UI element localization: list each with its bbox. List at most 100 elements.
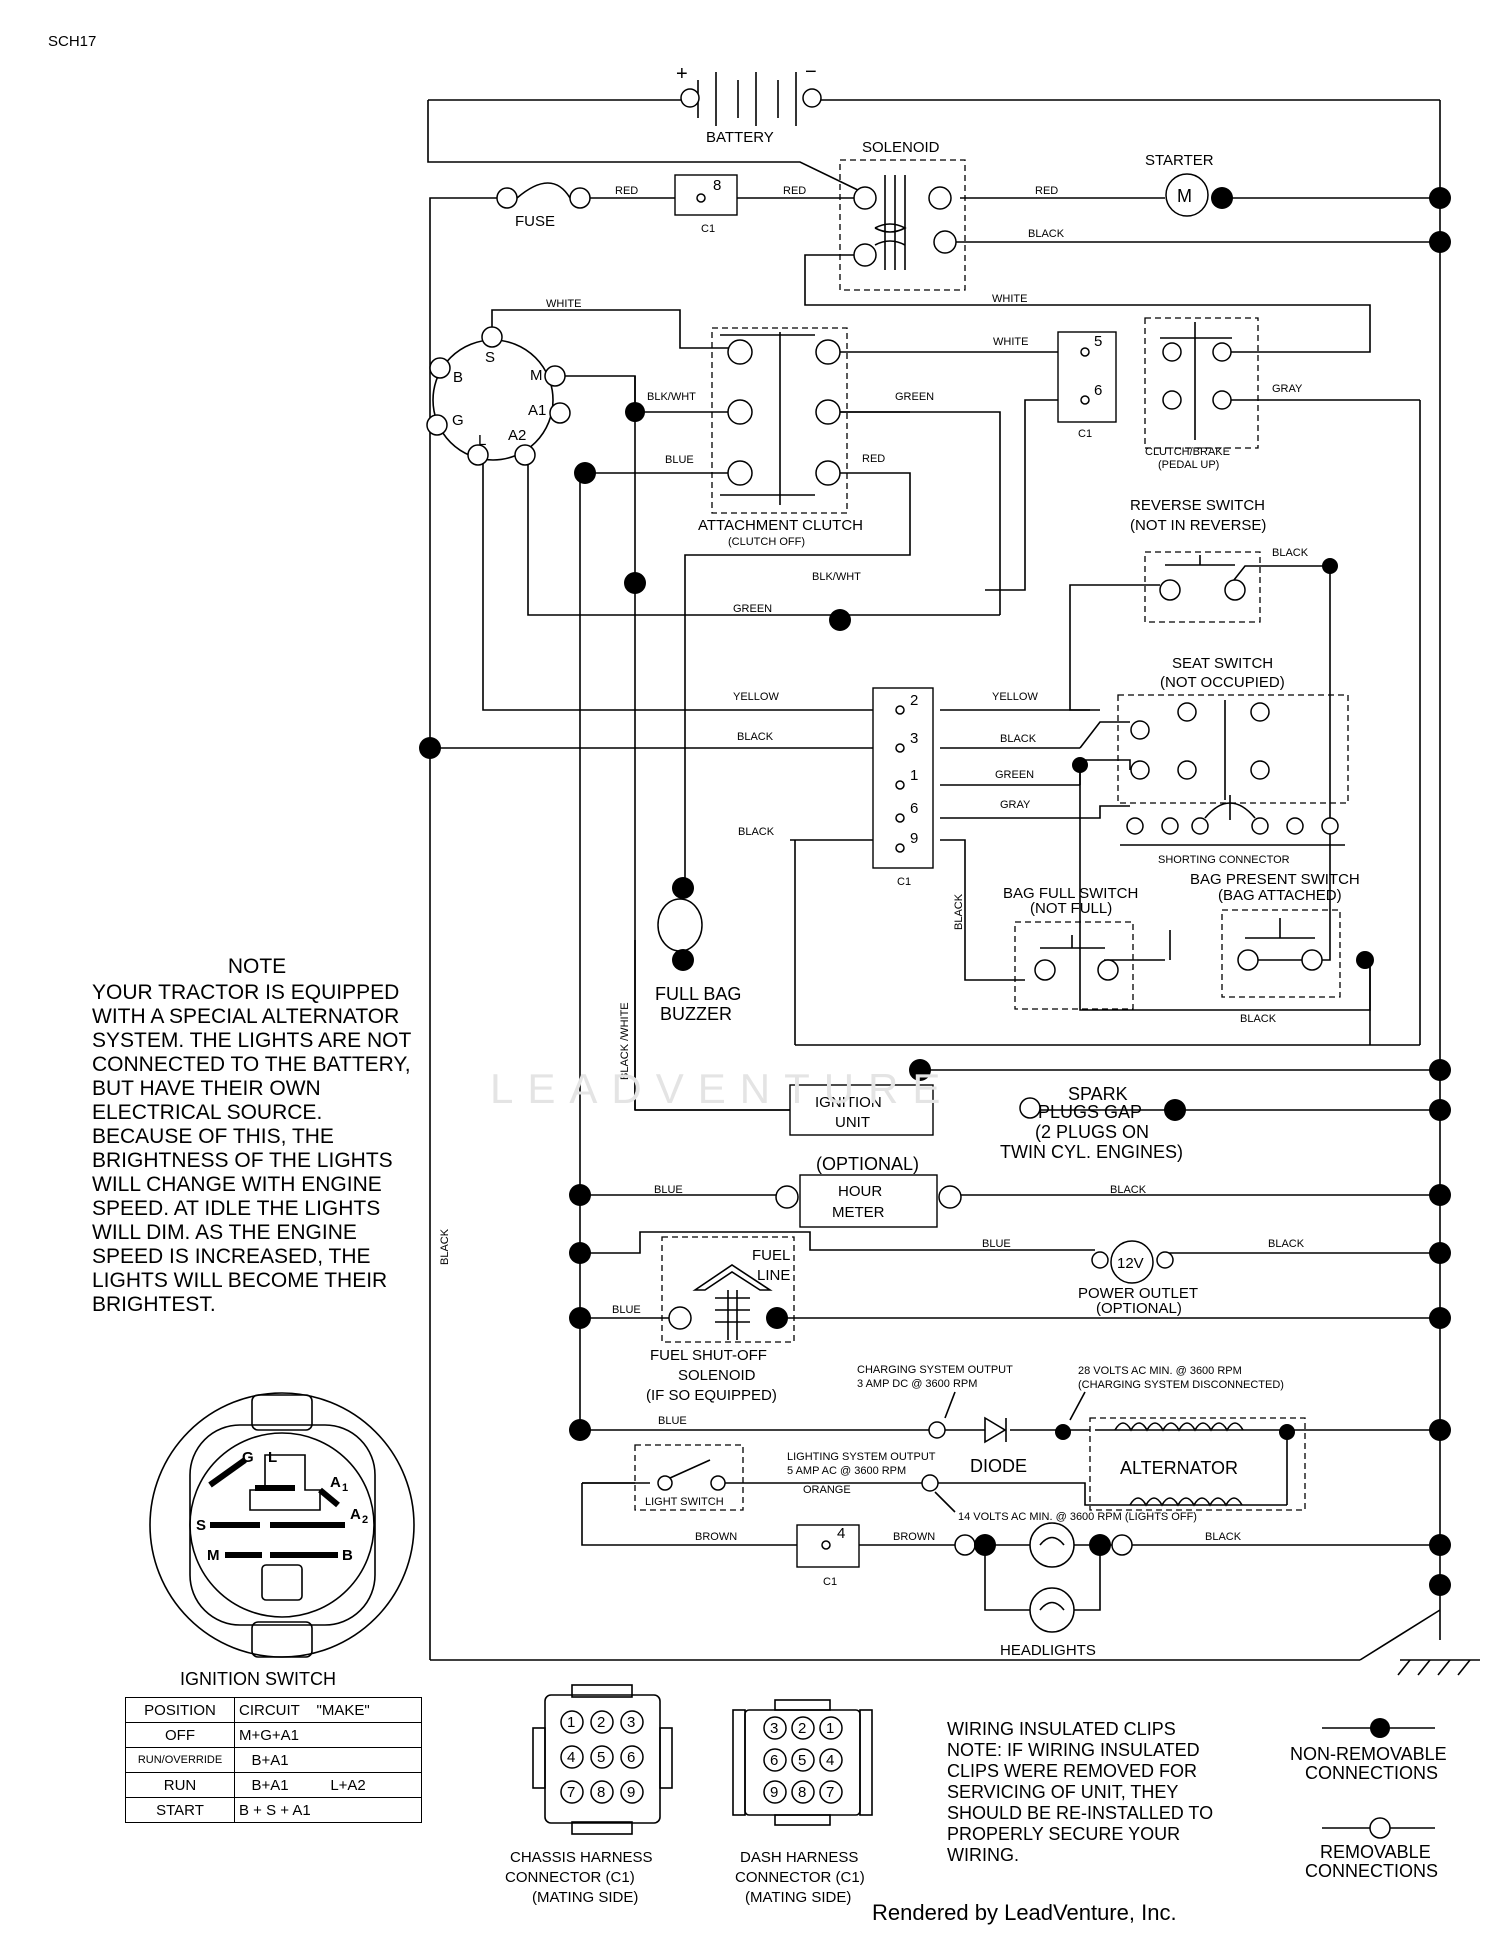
bag-present-switch-label: BAG PRESENT SWITCH bbox=[1190, 871, 1360, 888]
dash-pin-label: 9 bbox=[770, 1784, 778, 1801]
spark-label-3: (2 PLUGS ON bbox=[1035, 1122, 1149, 1142]
wire-blkwht-1: BLK/WHT bbox=[647, 391, 696, 403]
pin-3-label: 3 bbox=[910, 730, 918, 747]
terminal-l: L bbox=[478, 432, 486, 449]
chassis-pin bbox=[620, 1780, 644, 1804]
dash-pin bbox=[791, 1748, 815, 1772]
optional-label: (OPTIONAL) bbox=[816, 1154, 919, 1174]
shorting-connector: SHORTING CONNECTOR bbox=[1120, 795, 1345, 866]
terminal-s: S bbox=[485, 349, 495, 366]
lighting-output-2: 5 AMP AC @ 3600 RPM bbox=[787, 1465, 906, 1477]
row-position: START bbox=[125, 1797, 235, 1823]
wire-blue-charging: BLUE bbox=[658, 1415, 687, 1427]
alternator-label: ALTERNATOR bbox=[1120, 1458, 1238, 1478]
fuel-line-label-1: FUEL bbox=[752, 1247, 790, 1264]
dash-pin-label: 1 bbox=[826, 1720, 834, 1737]
solenoid-label: SOLENOID bbox=[862, 139, 940, 156]
dash-pin-label: 2 bbox=[798, 1720, 806, 1737]
header-circuit-text: CIRCUIT bbox=[239, 1701, 300, 1719]
buzzer-label-2: BUZZER bbox=[660, 1004, 732, 1024]
seat-switch-sub: (NOT OCCUPIED) bbox=[1160, 674, 1285, 691]
row-circuit: B + S + A1 bbox=[234, 1797, 422, 1823]
chassis-pin-label: 1 bbox=[567, 1714, 575, 1731]
pin-4-label: 4 bbox=[837, 1525, 845, 1542]
full-bag-buzzer: FULL BAG BUZZER bbox=[655, 877, 741, 1024]
row-make-text: L+A2 bbox=[330, 1776, 366, 1794]
chassis-pin-label: 7 bbox=[567, 1784, 575, 1801]
c1-label-fuse: C1 bbox=[701, 223, 715, 235]
chassis-pin-label: 3 bbox=[627, 1714, 635, 1731]
wire-green-1: GREEN bbox=[895, 391, 934, 403]
wire-black-vertical-2: BLACK bbox=[953, 893, 965, 930]
header-make-text: "MAKE" bbox=[316, 1701, 370, 1719]
clips-note-line-3: CLIPS WERE REMOVED FOR bbox=[947, 1761, 1197, 1781]
chassis-pin-label: 5 bbox=[597, 1749, 605, 1766]
pin-8-label: 8 bbox=[713, 177, 721, 194]
motor-symbol: M bbox=[1177, 186, 1192, 206]
chassis-pin bbox=[620, 1710, 644, 1734]
clutch-brake-switch: CLUTCH/BRAKE (PEDAL UP) bbox=[1144, 317, 1259, 471]
legend-removable-1: REMOVABLE bbox=[1320, 1842, 1431, 1862]
fuel-shut-off-solenoid: FUEL LINE FUEL SHUT-OFF SOLENOID (IF SO … bbox=[646, 1236, 795, 1404]
fuse: FUSE bbox=[496, 182, 591, 230]
chassis-pin bbox=[590, 1710, 614, 1734]
connector-c1-pin-8: 8 C1 bbox=[674, 174, 738, 235]
switch-terminal-g: G bbox=[242, 1449, 254, 1466]
clips-note-line-7: WIRING. bbox=[947, 1845, 1019, 1865]
wire-gray-1: GRAY bbox=[1272, 383, 1303, 395]
alternator-note: NOTE YOUR TRACTOR IS EQUIPPED WITH A SPE… bbox=[92, 955, 422, 1317]
terminal-a1: A1 bbox=[528, 402, 546, 419]
terminal-b: B bbox=[453, 369, 463, 386]
c1-label-bottom: C1 bbox=[823, 1576, 837, 1588]
terminal-a2: A2 bbox=[508, 427, 526, 444]
lighting-test: 14 VOLTS AC MIN. @ 3600 RPM (LIGHTS OFF) bbox=[958, 1511, 1197, 1523]
wire-white-s: WHITE bbox=[546, 298, 581, 310]
alternator-test-2: (CHARGING SYSTEM DISCONNECTED) bbox=[1078, 1379, 1284, 1391]
wire-black-hour: BLACK bbox=[1110, 1184, 1147, 1196]
switch-terminal-s: S bbox=[196, 1517, 206, 1534]
buzzer-label-1: FULL BAG bbox=[655, 984, 741, 1004]
row-circuit-text: M+G+A1 bbox=[239, 1726, 300, 1744]
clips-note-line-4: SERVICING OF UNIT, THEY bbox=[947, 1782, 1178, 1802]
connector-c1-pins-5-6: 5 6 C1 bbox=[1057, 331, 1117, 440]
page-code: SCH17 bbox=[48, 33, 96, 50]
chassis-pin bbox=[560, 1745, 584, 1769]
headlights-label: HEADLIGHTS bbox=[1000, 1642, 1096, 1659]
row-position: OFF bbox=[125, 1722, 235, 1748]
switch-terminal-a2: A bbox=[350, 1506, 361, 1523]
ignition-unit: IGNITION UNIT bbox=[789, 1059, 1186, 1136]
footer-credit: Rendered by LeadVenture, Inc. bbox=[872, 1900, 1177, 1925]
fuel-line-label-2: LINE bbox=[757, 1267, 790, 1284]
dash-label-3: (MATING SIDE) bbox=[745, 1889, 851, 1906]
ignition-switch-label: IGNITION SWITCH bbox=[180, 1669, 336, 1689]
dash-pin bbox=[819, 1780, 843, 1804]
wire-brown-1: BROWN bbox=[695, 1531, 737, 1543]
switch-terminal-l: L bbox=[268, 1449, 277, 1466]
chassis-pin bbox=[590, 1745, 614, 1769]
chassis-pin-label: 8 bbox=[597, 1784, 605, 1801]
wire-white-c1: WHITE bbox=[993, 336, 1028, 348]
chassis-pin bbox=[620, 1745, 644, 1769]
attachment-clutch: ATTACHMENT CLUTCH (CLUTCH OFF) bbox=[698, 327, 863, 548]
table-header-row: POSITION CIRCUIT "MAKE" bbox=[125, 1697, 422, 1723]
wire-blue-outlet: BLUE bbox=[982, 1238, 1011, 1250]
starter-label: STARTER bbox=[1145, 152, 1214, 169]
pin-1-label: 1 bbox=[910, 767, 918, 784]
dash-pin-label: 4 bbox=[826, 1752, 834, 1769]
wire-labels: RED RED RED BLACK WHITE WHITE WHITE BLK/… bbox=[439, 185, 1309, 1543]
wire-yellow-2: YELLOW bbox=[992, 691, 1038, 703]
note-heading: NOTE bbox=[227, 955, 287, 978]
wire-black-vertical: BLACK bbox=[439, 1228, 451, 1265]
diode-label: DIODE bbox=[970, 1456, 1027, 1476]
table-row: START B + S + A1 bbox=[125, 1797, 422, 1823]
wire-brown-2: BROWN bbox=[893, 1531, 935, 1543]
bag-full-switch-sub: (NOT FULL) bbox=[1030, 900, 1112, 917]
dash-pin bbox=[763, 1748, 787, 1772]
attachment-clutch-label: ATTACHMENT CLUTCH bbox=[698, 517, 863, 534]
alternator-test-1: 28 VOLTS AC MIN. @ 3600 RPM bbox=[1078, 1365, 1242, 1377]
pin-6b-label: 6 bbox=[1094, 382, 1102, 399]
dash-pin-label: 6 bbox=[770, 1752, 778, 1769]
spark-label-4: TWIN CYL. ENGINES) bbox=[1000, 1142, 1183, 1162]
reverse-switch: REVERSE SWITCH (NOT IN REVERSE) bbox=[1130, 497, 1338, 623]
